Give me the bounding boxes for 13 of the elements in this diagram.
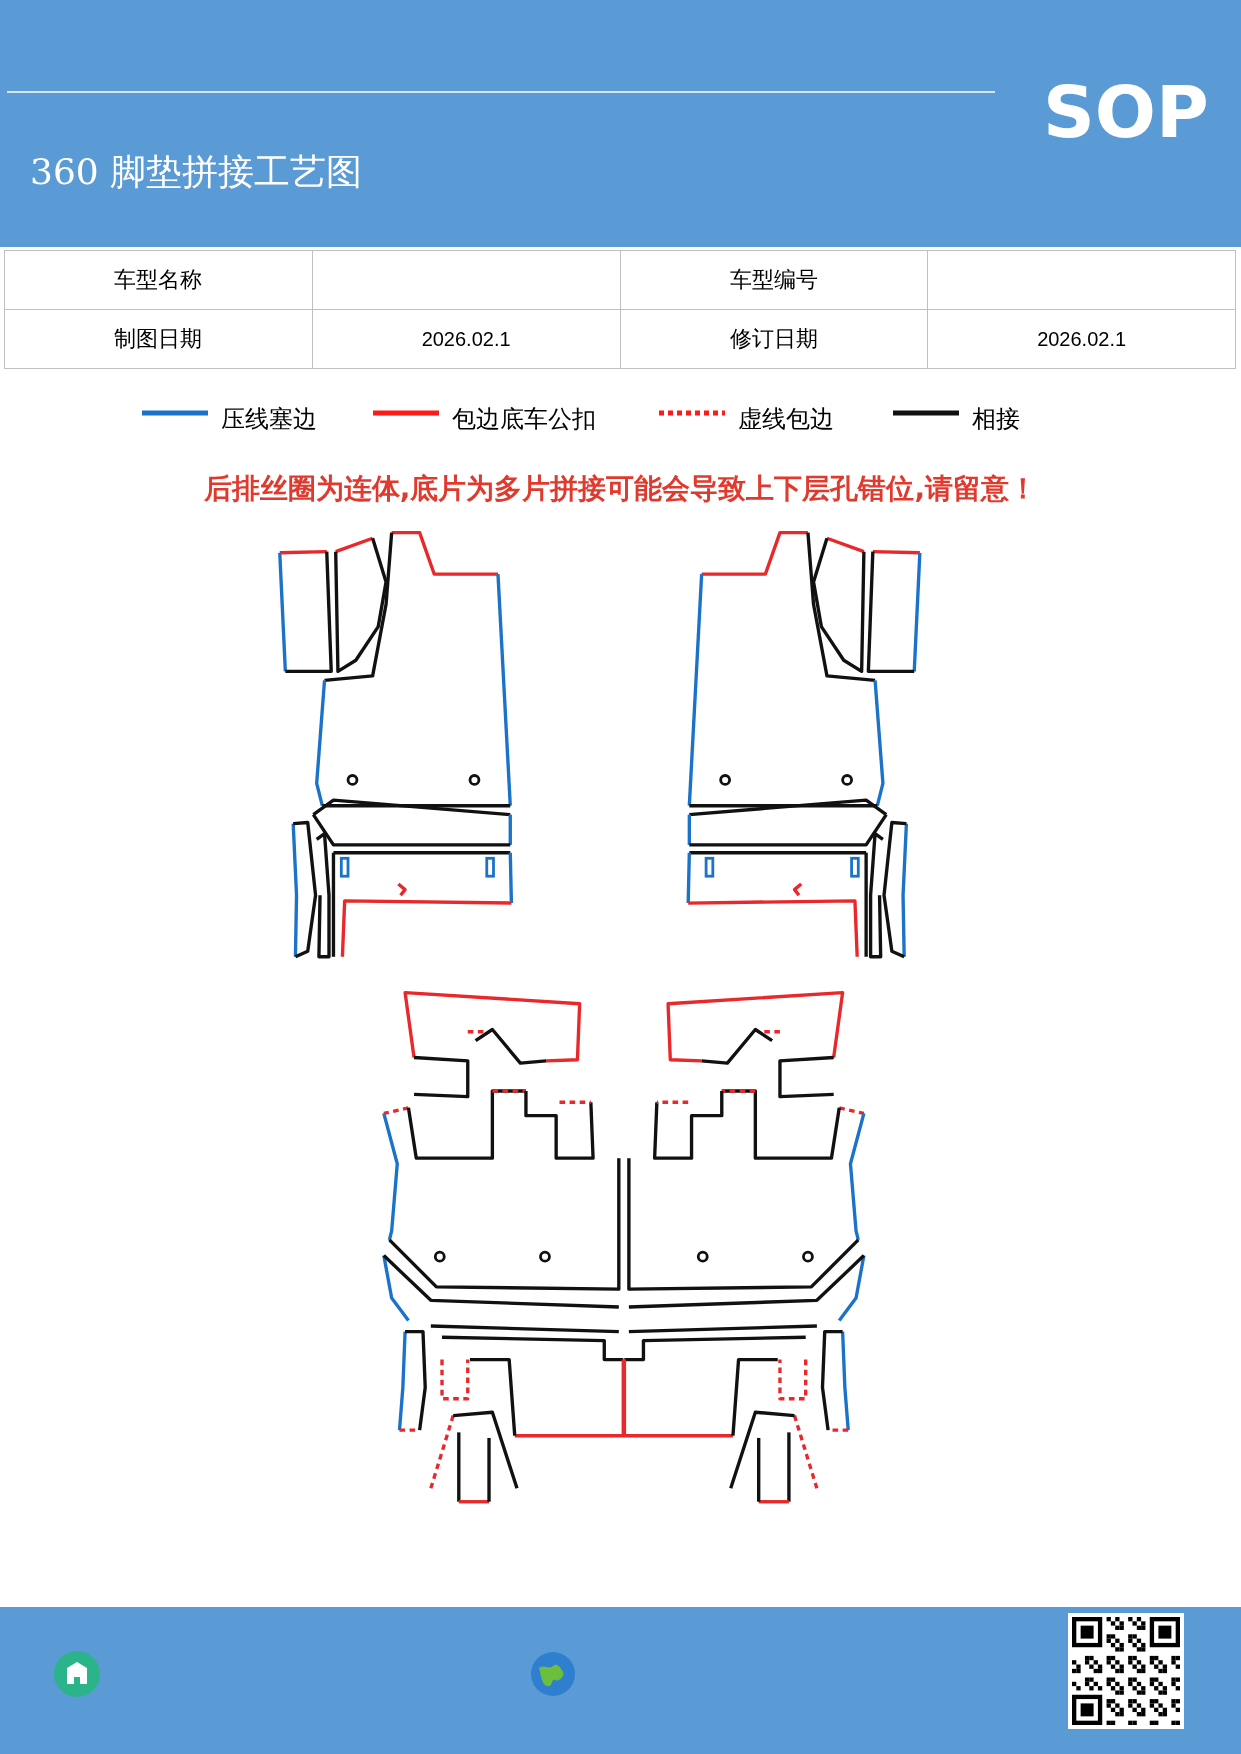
page-title: 360 脚垫拼接工艺图 bbox=[30, 150, 363, 194]
document-type-label: SOP bbox=[1043, 70, 1209, 154]
field-label: 修订日期 bbox=[620, 309, 928, 369]
field-value: 2026.02.1 bbox=[927, 309, 1236, 369]
field-value: 2026.02.1 bbox=[312, 309, 620, 369]
legend-text: 包边底车公扣 bbox=[452, 404, 596, 435]
field-label: 制图日期 bbox=[4, 309, 313, 369]
legend-text: 压线塞边 bbox=[221, 404, 317, 435]
warning-note: 后排丝圈为连体,底片为多片拼接可能会导致上下层孔错位,请留意！ bbox=[202, 471, 1039, 507]
legend-text: 虚线包边 bbox=[738, 404, 834, 435]
legend-text: 相接 bbox=[972, 404, 1020, 435]
field-label: 车型编号 bbox=[620, 250, 928, 310]
field-label: 车型名称 bbox=[4, 250, 313, 310]
